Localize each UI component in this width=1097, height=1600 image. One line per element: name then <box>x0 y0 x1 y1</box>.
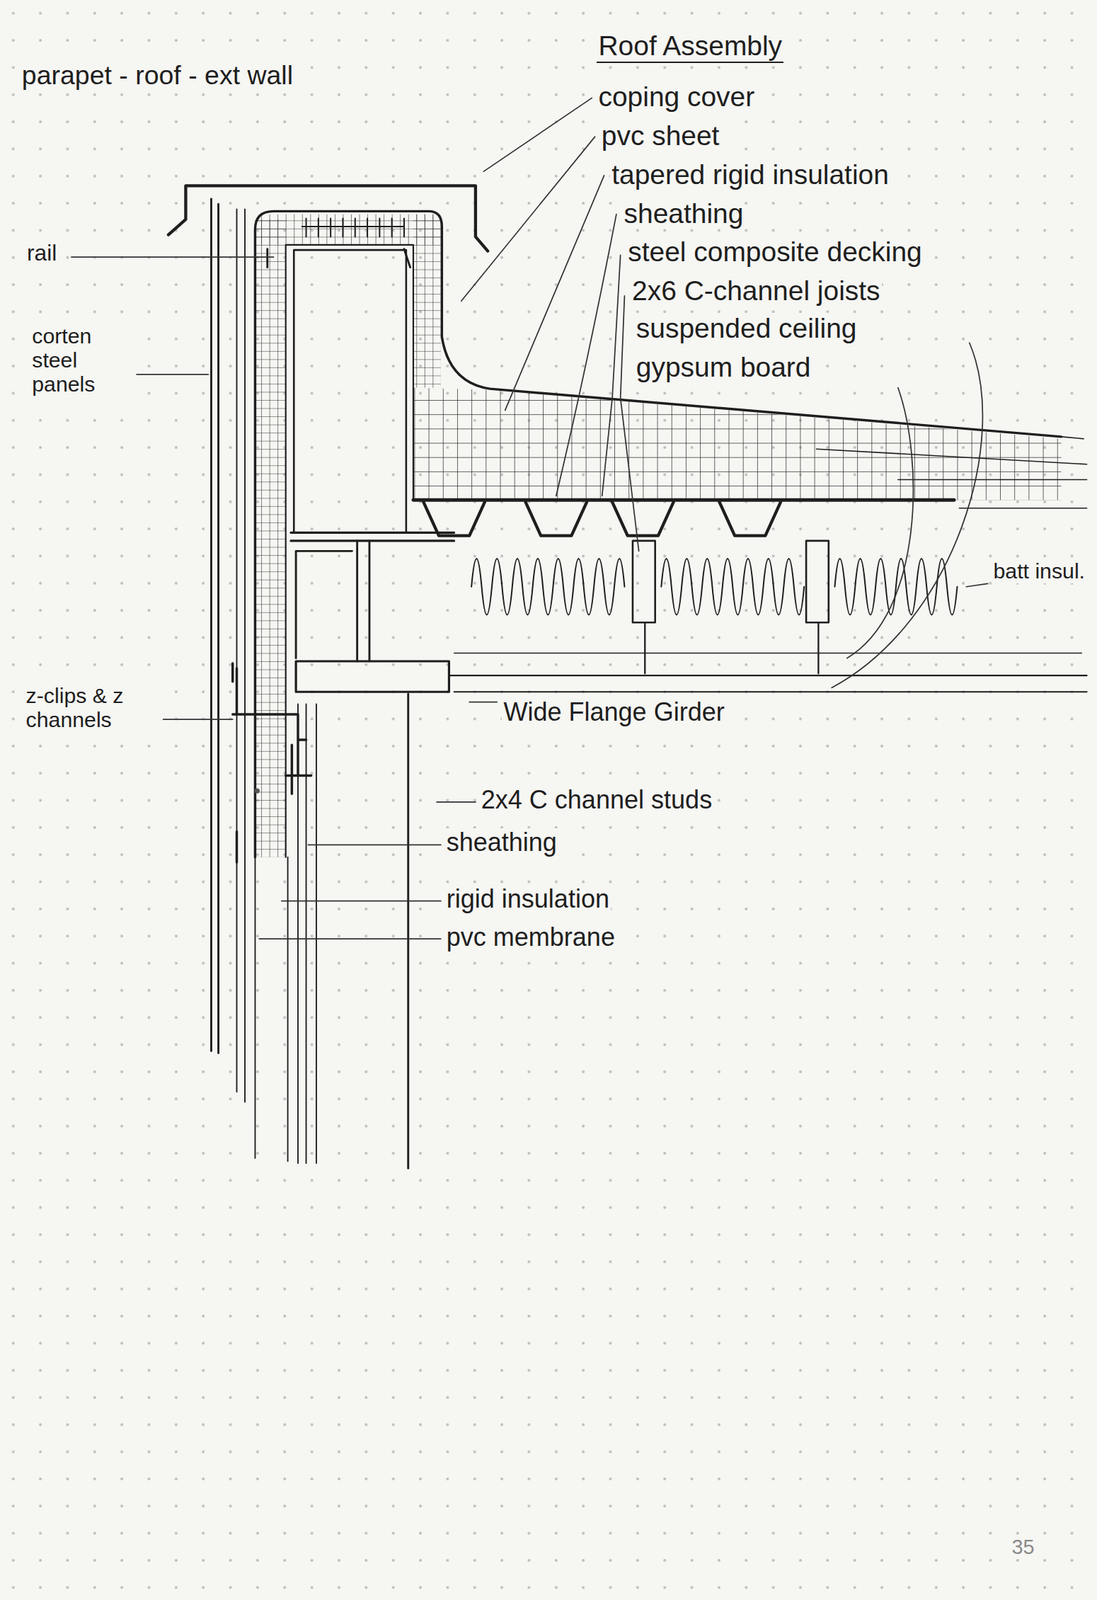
ceiling-hanger <box>644 622 819 674</box>
leader-line <box>505 175 605 411</box>
leader-line <box>136 373 209 376</box>
part-label: rigid insulation <box>445 884 611 913</box>
part-label: tapered rigid insulation <box>610 159 891 191</box>
page-number: 35 <box>1009 1535 1036 1558</box>
part-label: corten steel panels <box>30 324 136 397</box>
c-channel-joist <box>632 540 656 623</box>
roof-lines <box>816 436 1087 509</box>
suspended-ceiling <box>454 652 1083 654</box>
leader-line <box>831 342 983 688</box>
leader-line <box>307 844 441 846</box>
fastener <box>254 787 260 793</box>
z-clips <box>232 663 312 794</box>
leader-line <box>556 214 617 497</box>
corten-steel-panels <box>210 198 218 1053</box>
steel-deck-flutes <box>423 501 781 536</box>
list-heading: Roof Assembly <box>596 30 784 63</box>
leader-line <box>436 801 476 803</box>
pvc-membrane <box>237 208 246 1102</box>
parapet-insulation <box>254 219 286 858</box>
c-channel-joist <box>806 540 829 623</box>
leader-line <box>259 937 441 940</box>
batt-insulation <box>471 558 957 615</box>
rail-clip <box>267 249 411 268</box>
sheet-title: parapet - roof - ext wall <box>20 60 295 91</box>
leader-line <box>281 900 441 902</box>
part-label: steel composite decking <box>626 236 923 268</box>
stud-face <box>406 693 410 1168</box>
pvc-sheet <box>254 210 1061 857</box>
gypsum-board <box>448 675 1087 692</box>
part-label: 2x4 C channel studs <box>479 785 714 814</box>
part-label: sheathing <box>445 828 559 857</box>
girder-flange <box>290 532 455 541</box>
parapet-studs <box>293 249 407 533</box>
girder-bottom-flange <box>295 661 449 692</box>
parapet-insulation <box>254 214 441 245</box>
rigid-insulation <box>254 857 288 1162</box>
leader-line <box>966 583 988 587</box>
part-label: coping cover <box>596 81 756 113</box>
part-label: pvc membrane <box>445 922 617 952</box>
part-label: suspended ceiling <box>634 312 859 344</box>
part-label: z-clips & z channels <box>24 683 163 732</box>
parapet-insulation <box>413 214 441 388</box>
tapered-insulation <box>413 387 1062 501</box>
parapet-insulation-edge <box>285 244 414 858</box>
fastener <box>235 831 238 863</box>
part-label: 2x6 C-channel joists <box>630 275 882 307</box>
part-label: Wide Flange Girder <box>501 697 726 727</box>
girder-web <box>295 540 370 662</box>
part-label: pvc sheet <box>600 120 722 152</box>
leader-line <box>469 701 497 703</box>
steel-deck <box>413 498 955 502</box>
part-label: rail <box>25 240 59 267</box>
part-label: sheathing <box>622 198 746 230</box>
leader-line <box>847 387 914 659</box>
leader-line <box>163 718 233 720</box>
wall-sheathing <box>297 704 317 1164</box>
leader-line <box>71 256 274 258</box>
leader-line <box>461 136 596 301</box>
leader-line <box>602 254 621 496</box>
rail <box>302 217 405 237</box>
part-label: batt insul. <box>991 559 1087 584</box>
part-label: gypsum board <box>634 351 813 383</box>
